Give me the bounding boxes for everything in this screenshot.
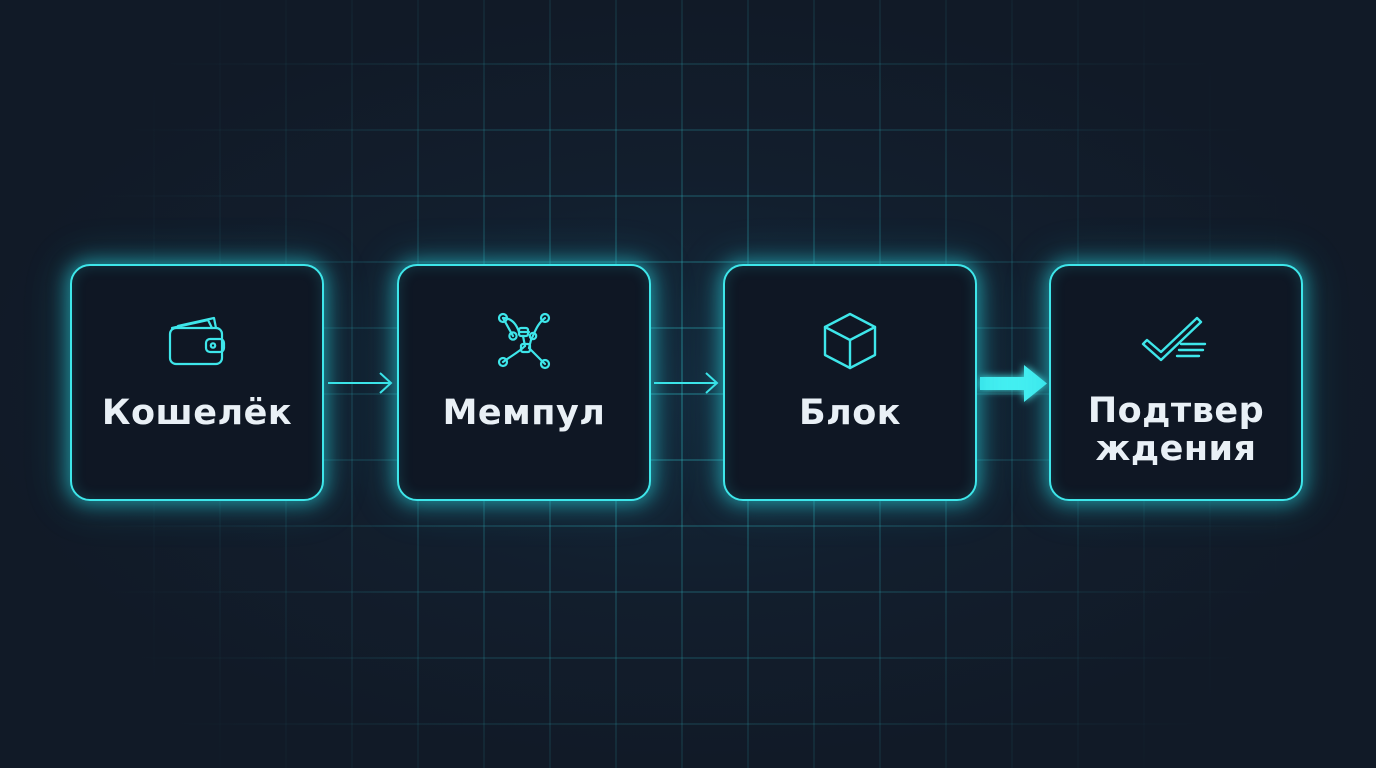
- cube-icon: [823, 312, 877, 370]
- checkmark-lines-icon: [1141, 316, 1207, 362]
- step-card-mempool: Мемпул: [397, 264, 651, 501]
- step-label: Подтверждения: [1087, 391, 1265, 469]
- step-card-wallet: Кошелёк: [70, 264, 324, 501]
- network-nodes-icon: [497, 312, 551, 370]
- step-label: Мемпул: [442, 393, 606, 433]
- step-label: Кошелёк: [101, 393, 293, 433]
- step-label: Блок: [798, 393, 902, 433]
- wallet-icon: [168, 316, 226, 366]
- step-card-confirmations: Подтверждения: [1049, 264, 1303, 501]
- step-card-block: Блок: [723, 264, 977, 501]
